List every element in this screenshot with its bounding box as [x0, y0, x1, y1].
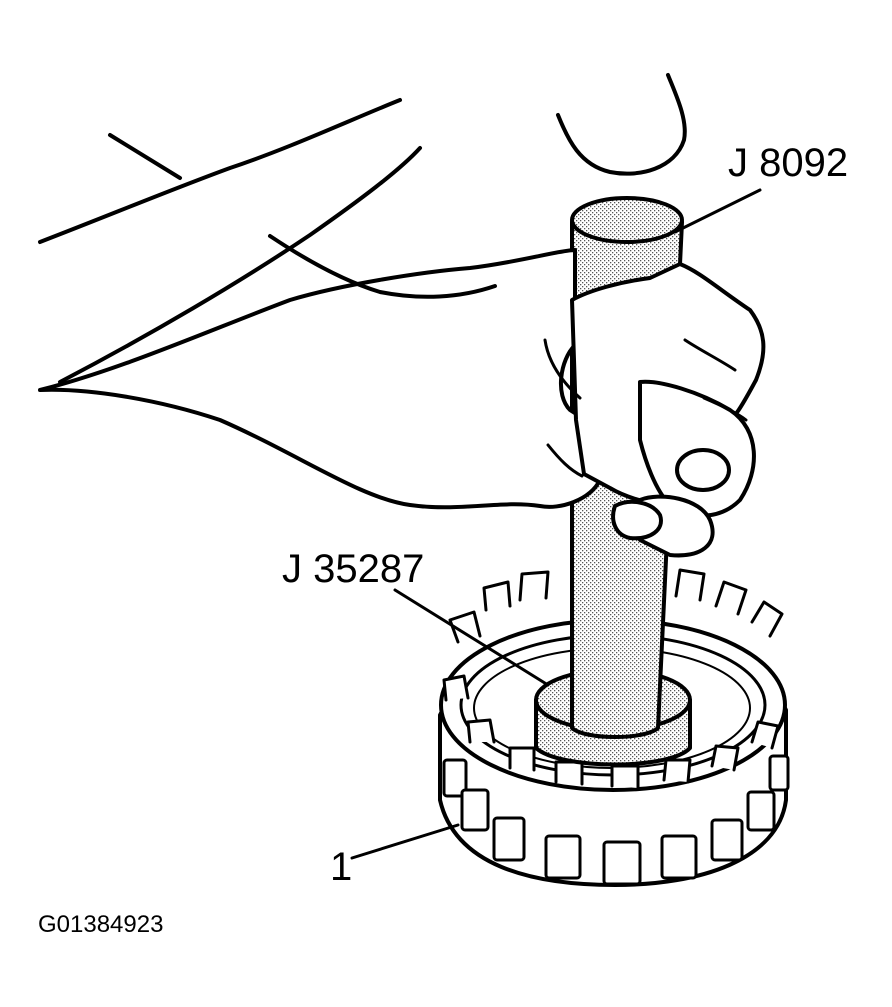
- figure-id: G01384923: [38, 911, 163, 938]
- callout-part-1: 1: [330, 845, 352, 889]
- lower-lugs: [442, 754, 790, 886]
- leader-j35287: [393, 588, 550, 687]
- callout-j8092: J 8092: [728, 141, 848, 185]
- leader-part-1: [350, 823, 460, 860]
- leader-lines: [350, 188, 762, 860]
- leader-j8092: [673, 188, 762, 234]
- callout-j35287: J 35287: [282, 547, 424, 591]
- upper-spline-teeth: [442, 568, 784, 790]
- hand: [38, 73, 766, 558]
